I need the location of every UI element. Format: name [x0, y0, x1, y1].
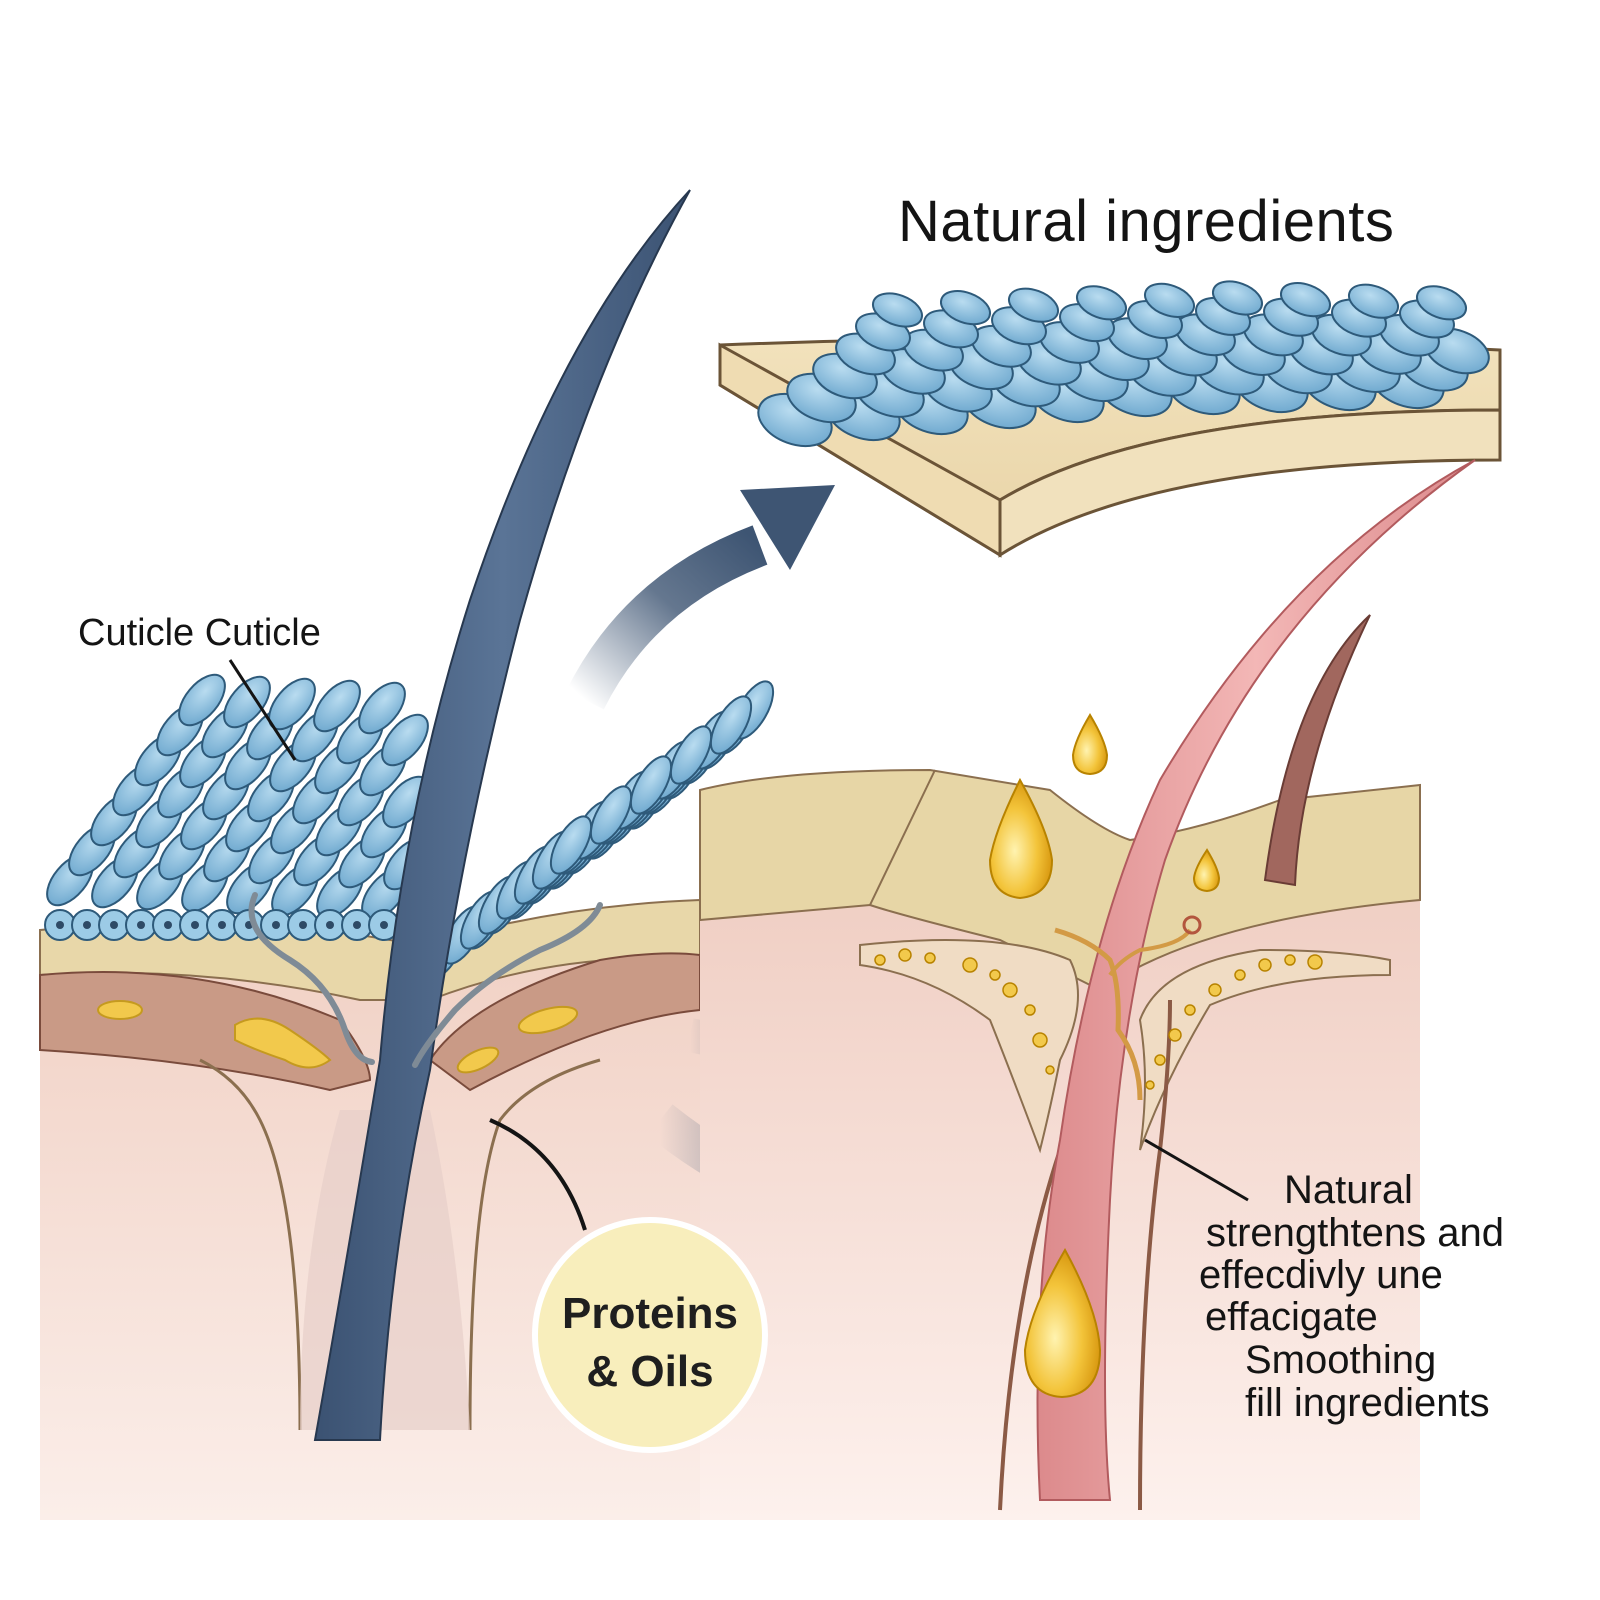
badge-label: Proteins & Oils: [530, 1285, 770, 1401]
slab-scale: [1143, 282, 1196, 318]
oil-drop-small: [1192, 848, 1221, 893]
cell-nucleus: [353, 921, 361, 929]
cell-nucleus: [191, 921, 199, 929]
oil-bead: [1045, 1065, 1055, 1075]
cuticle-scale: [589, 785, 633, 845]
cuticle-scale: [709, 695, 753, 755]
slab-scale: [1075, 285, 1128, 321]
oil-bead: [1284, 954, 1296, 966]
cell-nucleus: [299, 921, 307, 929]
oil-bead: [924, 952, 936, 964]
slab-scale: [1279, 282, 1332, 318]
cuticle-scale: [178, 673, 226, 727]
cuticle-scale: [669, 725, 713, 785]
oil-bead: [1154, 1054, 1166, 1066]
slab-scale: [1347, 283, 1400, 319]
cell-nucleus: [56, 921, 64, 929]
oil-bead: [1168, 1028, 1182, 1042]
secondary-hair: [1263, 614, 1371, 887]
arrow-up-right: [566, 485, 835, 710]
follicle-curl-left: [248, 892, 375, 1065]
slab-scale: [871, 292, 924, 328]
cell-nucleus: [272, 921, 280, 929]
cuticle-leader-line: [228, 659, 297, 761]
caption-leader-line: [1144, 1138, 1249, 1202]
oil-bead: [1145, 1080, 1155, 1090]
oil-bead: [874, 954, 886, 966]
slab-scale: [1007, 287, 1060, 323]
caption-line-6: fill ingredients: [1245, 1381, 1490, 1425]
badge-line-2: & Oils: [586, 1347, 714, 1396]
oil-bead: [1184, 1004, 1196, 1016]
cuticle-label: Cuticle Cuticle: [78, 612, 321, 654]
cuticle-scale: [629, 755, 673, 815]
oil-bead: [1002, 982, 1018, 998]
oil-bead: [1307, 954, 1323, 970]
slab-scale: [1415, 285, 1468, 321]
cuticle-scale: [549, 815, 593, 875]
badge-line-1: Proteins: [561, 1289, 739, 1338]
cuticle-scale: [313, 679, 361, 733]
follicle-curl-right: [412, 902, 603, 1068]
cell-nucleus: [83, 921, 91, 929]
oil-bead: [1032, 1032, 1048, 1048]
slab-scale: [939, 290, 992, 326]
slab-scale: [1211, 280, 1264, 316]
cell-nucleus: [218, 921, 226, 929]
cell-nucleus: [137, 921, 145, 929]
oil-bead: [1024, 1004, 1036, 1016]
oil-bead: [962, 957, 978, 973]
caption-line-5: Smoothing: [1245, 1338, 1437, 1382]
cell-nucleus: [380, 921, 388, 929]
oil-beads: [874, 948, 1323, 1090]
oil-bead: [1234, 969, 1246, 981]
bottom-edge-fade: [0, 1400, 1600, 1600]
cuticle-scales-right: [423, 680, 775, 980]
oil-drop-large: [988, 777, 1054, 900]
caption-line-4: effacigate: [1205, 1295, 1378, 1339]
oil-drop-in-hair: [1023, 1247, 1102, 1399]
oil-bead: [1208, 983, 1222, 997]
cuticle-scales-left: [44, 673, 431, 941]
cell-nucleus: [164, 921, 172, 929]
cell-nucleus: [110, 921, 118, 929]
oil-bead: [989, 969, 1001, 981]
cuticle-scale: [381, 713, 429, 767]
cell-nucleus: [326, 921, 334, 929]
cuticle-scale: [223, 675, 271, 729]
badge-leader-line: [489, 1118, 587, 1231]
oil-bead: [1258, 958, 1272, 972]
caption-line-3: effecdivly une: [1199, 1253, 1443, 1297]
sebum-channel: [1054, 927, 1143, 1101]
smooth-cuticle-scales: [757, 280, 1490, 448]
oil-bead: [898, 948, 912, 962]
cuticle-scale: [358, 681, 406, 735]
caption-line-2: strengthtens and: [1206, 1211, 1504, 1255]
oil-drop-top: [1071, 713, 1109, 776]
caption-line-1: Natural: [1284, 1168, 1413, 1212]
page-title: Natural ingredients: [898, 189, 1395, 254]
